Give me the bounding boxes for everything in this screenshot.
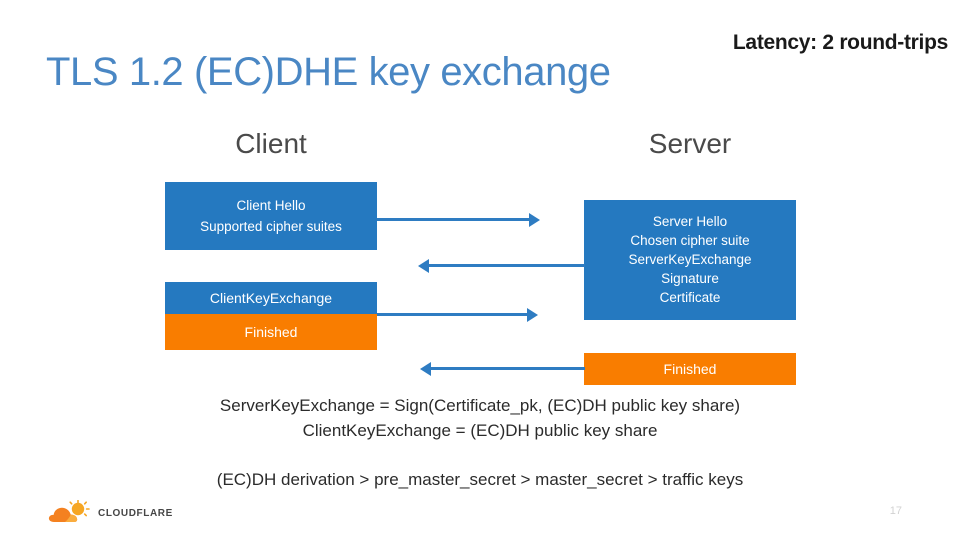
arrow-left-server-finished-icon — [420, 360, 585, 376]
message-box-client-key-exchange: ClientKeyExchange — [165, 282, 377, 314]
message-line: Finished — [244, 323, 298, 340]
page-title: TLS 1.2 (EC)DHE key exchange — [46, 50, 611, 94]
arrow-left-server-hello-icon — [418, 257, 585, 273]
arrow-head — [527, 307, 538, 322]
message-line: ServerKeyExchange — [628, 252, 752, 268]
message-box-server-finished: Finished — [584, 353, 796, 385]
message-line: Signature — [661, 270, 719, 286]
message-line: ClientKeyExchange — [209, 289, 333, 306]
arrow-shaft — [428, 367, 585, 370]
arrow-right-client-hello-icon — [377, 211, 540, 227]
message-line: Supported cipher suites — [200, 218, 342, 234]
note-key-derivation: (EC)DH derivation > pre_master_secret > … — [216, 470, 744, 489]
page-number: 17 — [889, 505, 902, 517]
message-line: Client Hello — [236, 197, 306, 213]
cloudflare-logo: CLOUDFLARE — [48, 499, 188, 528]
message-box-client-hello: Client Hello Supported cipher suites — [165, 182, 377, 250]
arrow-head — [420, 361, 431, 376]
cloudflare-wordmark: CLOUDFLARE — [98, 508, 173, 519]
message-box-server-hello: Server Hello Chosen cipher suite ServerK… — [584, 200, 796, 320]
arrow-shaft — [377, 313, 530, 316]
arrow-shaft — [426, 264, 585, 267]
message-line: Finished — [663, 360, 717, 377]
message-box-client-finished: Finished — [165, 314, 377, 350]
arrow-right-client-key-exchange-icon — [377, 306, 538, 322]
arrow-head — [529, 212, 540, 227]
message-line: Server Hello — [652, 214, 728, 230]
client-column-heading: Client — [235, 128, 307, 159]
message-line: Chosen cipher suite — [630, 233, 750, 249]
arrow-shaft — [377, 218, 532, 221]
server-column-heading: Server — [648, 128, 732, 159]
note-client-key-exchange: ClientKeyExchange = (EC)DH public key sh… — [302, 421, 658, 440]
cloudflare-cloud-sun-icon — [48, 499, 90, 522]
note-server-key-exchange: ServerKeyExchange = Sign(Certificate_pk,… — [219, 396, 741, 415]
latency-note: Latency: 2 round-trips — [732, 31, 948, 54]
message-line: Certificate — [659, 289, 721, 305]
arrow-head — [418, 258, 429, 273]
